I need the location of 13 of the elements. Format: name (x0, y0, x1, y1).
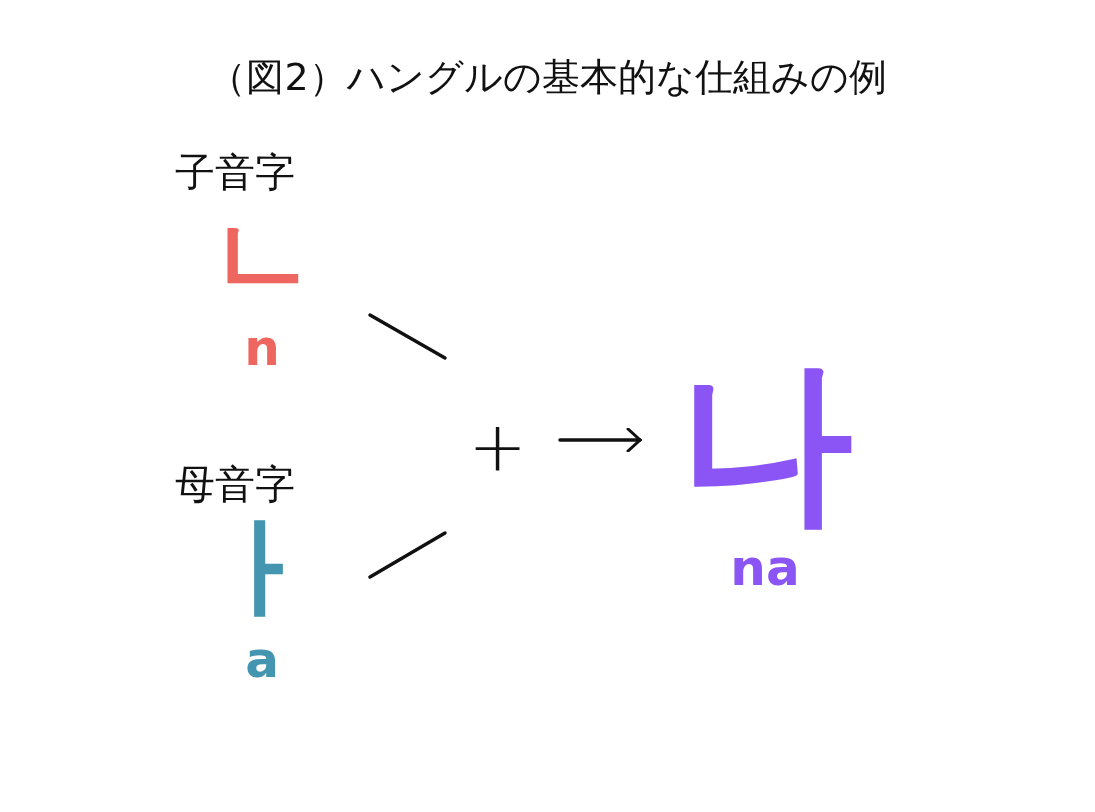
category-heading: 子音字 (175, 150, 295, 194)
plus-sign: + (468, 410, 527, 481)
hangul-letter: ㄴ (206, 194, 318, 321)
romanization: n (243, 320, 281, 376)
romanization: na (729, 541, 801, 597)
arrow (558, 427, 642, 453)
hangul-syllable: 나 (676, 340, 854, 542)
connector-line (368, 313, 447, 360)
connector-line (368, 531, 447, 579)
hangul-letter: ㅏ (206, 506, 318, 633)
category-heading: 母音字 (175, 462, 295, 506)
romanization: a (244, 632, 280, 688)
title: （図2）ハングルの基本的な仕組みの例 (207, 54, 888, 101)
